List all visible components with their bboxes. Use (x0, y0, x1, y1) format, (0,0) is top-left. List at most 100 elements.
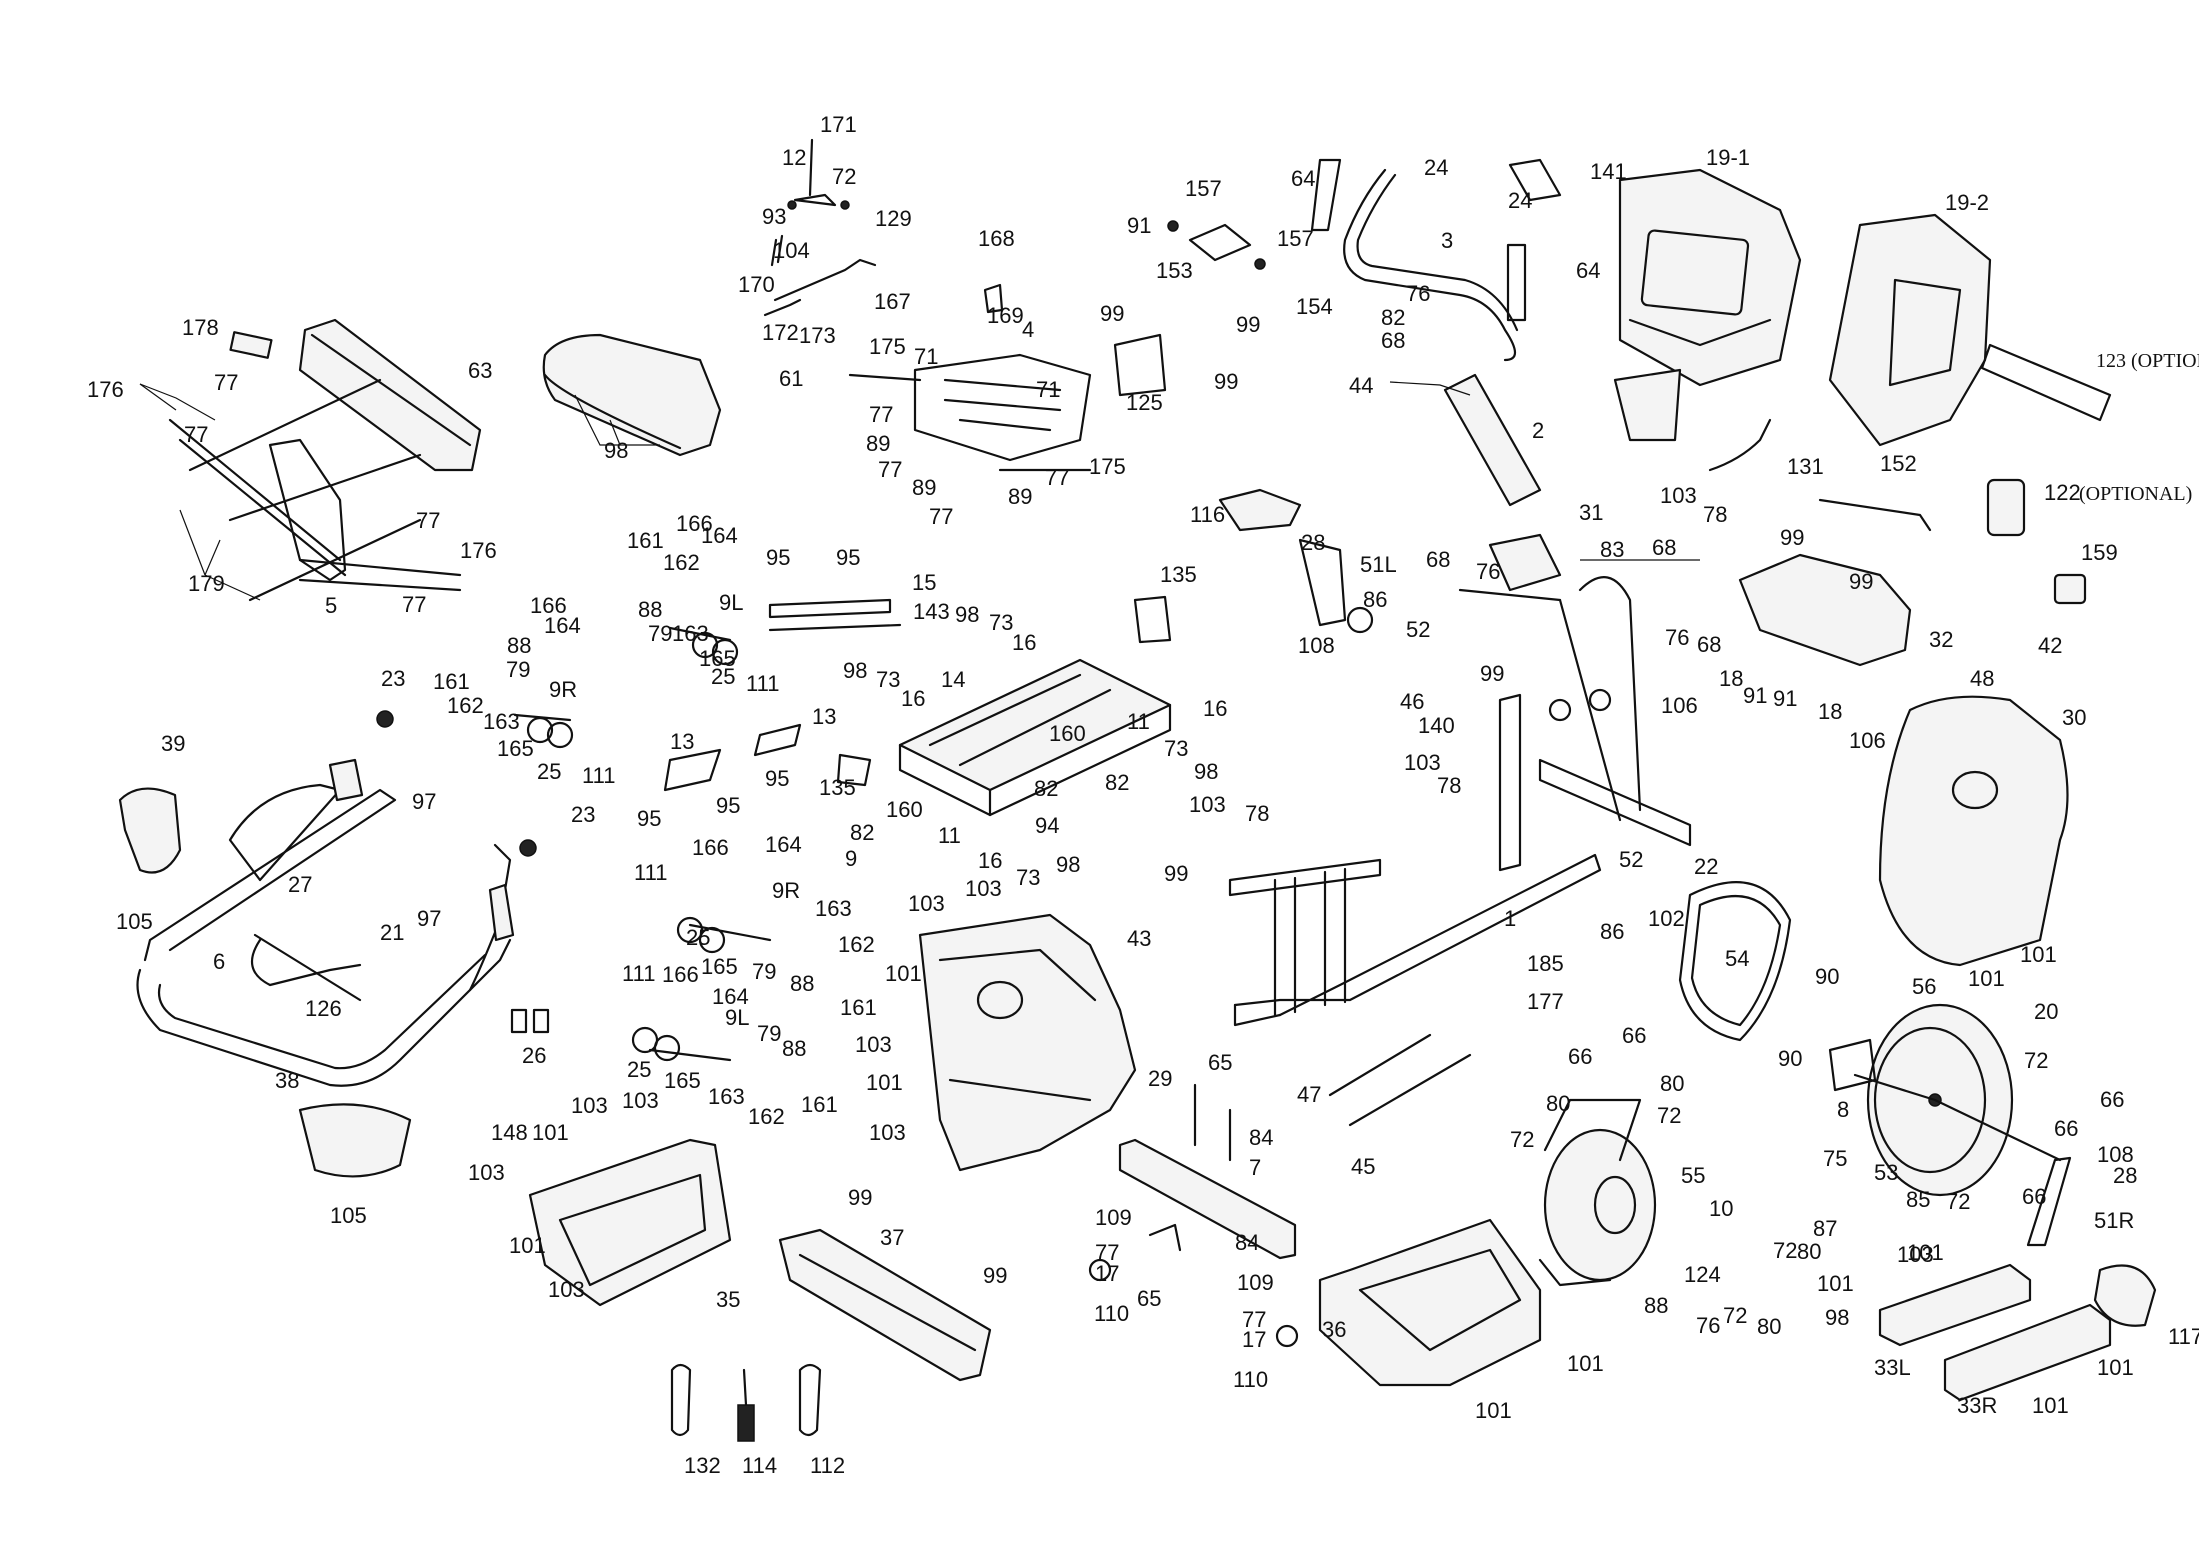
part-label: 95 (765, 766, 789, 791)
part-label: 164 (544, 613, 581, 638)
part-label: 66 (2054, 1116, 2078, 1141)
part-label: 90 (1815, 964, 1839, 989)
part-label: 103 (1660, 483, 1697, 508)
part-label: 72 (1723, 1303, 1747, 1328)
part-label: 101 (1475, 1398, 1512, 1423)
part-label: 171 (820, 112, 857, 137)
roller-assembly-9R-mid (676, 916, 772, 954)
part-label: 154 (1296, 294, 1333, 319)
part-label: 8 (1837, 1097, 1849, 1122)
part-label: 135 (1160, 562, 1197, 587)
part-label: 170 (738, 272, 775, 297)
part-label: 103 (468, 1160, 505, 1185)
part-label: 10 (1709, 1196, 1733, 1221)
part-label: 163 (708, 1084, 745, 1109)
part-label: 16 (1012, 630, 1036, 655)
part-label: 53 (1874, 1160, 1898, 1185)
part-label: 177 (1527, 989, 1564, 1014)
part-label: 106 (1849, 728, 1886, 753)
part-label: 16 (1203, 696, 1227, 721)
part-label: 101 (1907, 1240, 1944, 1265)
part-label: 129 (875, 206, 912, 231)
part-label: 82 (1105, 770, 1129, 795)
rail-strip (768, 598, 902, 632)
part-label: 47 (1297, 1082, 1321, 1107)
part-label: 71 (914, 344, 938, 369)
part-label: 73 (1016, 865, 1040, 890)
flywheel-55 (1538, 1098, 1657, 1287)
part-label: 77 (184, 422, 208, 447)
part-label: 99 (1164, 861, 1188, 886)
part-label: 101 (1567, 1351, 1604, 1376)
bracket-125 (1113, 333, 1167, 397)
part-label: 18 (1818, 699, 1842, 724)
part-label: 160 (1049, 721, 1086, 746)
part-label: 103 (1189, 792, 1226, 817)
part-label: 36 (1322, 1317, 1346, 1342)
side-shroud-36 (1318, 1218, 1542, 1387)
part-label: 111 (746, 671, 779, 696)
part-label: 99 (1236, 312, 1260, 337)
part-label: 99 (1480, 661, 1504, 686)
optional-strap (1980, 343, 2112, 422)
part-label: 88 (1644, 1293, 1668, 1318)
part-label: 125 (1126, 390, 1163, 415)
part-label: 101 (866, 1070, 903, 1095)
part-label: 77 (402, 592, 426, 617)
part-label: 51L (1360, 552, 1397, 577)
part-label: 32 (1929, 627, 1953, 652)
part-label: 73 (989, 610, 1013, 635)
part-label: 77 (878, 457, 902, 482)
console-back (1828, 213, 1992, 447)
part-label: 56 (1912, 974, 1936, 999)
part-label: 76 (1476, 559, 1500, 584)
part-label: 148 (491, 1120, 528, 1145)
part-label: 169 (987, 303, 1024, 328)
part-label: 11 (1127, 709, 1150, 734)
pulley-20 (1828, 1003, 2157, 1327)
part-label: 37 (880, 1225, 904, 1250)
part-label: 13 (670, 729, 694, 754)
part-label: 122 (2044, 480, 2081, 505)
base-frame (136, 710, 537, 1087)
part-label: 95 (637, 806, 661, 831)
part-label: 101 (885, 961, 922, 986)
part-label: 84 (1235, 1230, 1259, 1255)
part-label: 9R (772, 878, 800, 903)
part-label: 95 (836, 545, 860, 570)
part-label: 111 (634, 860, 667, 885)
part-label: 43 (1127, 926, 1151, 951)
part-label: 72 (1657, 1103, 1681, 1128)
tool-wrench-132 (670, 1363, 692, 1437)
part-label: 166 (530, 593, 567, 618)
tool-screwdriver-114 (737, 1368, 755, 1442)
part-label: 31 (1579, 500, 1603, 525)
part-label: 72 (832, 164, 856, 189)
part-label: 66 (2100, 1087, 2124, 1112)
part-label: 75 (1823, 1146, 1847, 1171)
part-label: 26 (522, 1043, 546, 1068)
part-label: 152 (1880, 451, 1917, 476)
cover-37 (778, 1228, 992, 1382)
part-label: 65 (1208, 1050, 1232, 1075)
part-label: 99 (1849, 569, 1873, 594)
part-label: 68 (1381, 328, 1405, 353)
part-label: 131 (1787, 454, 1824, 479)
part-label: 72 (1510, 1127, 1534, 1152)
part-label: 103 (1897, 1242, 1934, 1267)
part-label: 111 (622, 961, 655, 986)
part-label: 90 (1778, 1046, 1802, 1071)
part-label: 18 (1719, 666, 1743, 691)
part-label: 101 (532, 1120, 569, 1145)
part-label: 44 (1349, 373, 1373, 398)
side-cover-33L (1878, 1263, 2032, 1347)
part-label: 105 (330, 1203, 367, 1228)
part-label: 35 (716, 1287, 740, 1312)
handlebar-post (1389, 373, 1542, 507)
part-label: 79 (752, 959, 776, 984)
part-label: 3 (1441, 228, 1453, 253)
part-label: 77 (1242, 1307, 1266, 1332)
part-label: 176 (460, 538, 497, 563)
part-label: 108 (1298, 633, 1335, 658)
part-label: 27 (288, 872, 312, 897)
